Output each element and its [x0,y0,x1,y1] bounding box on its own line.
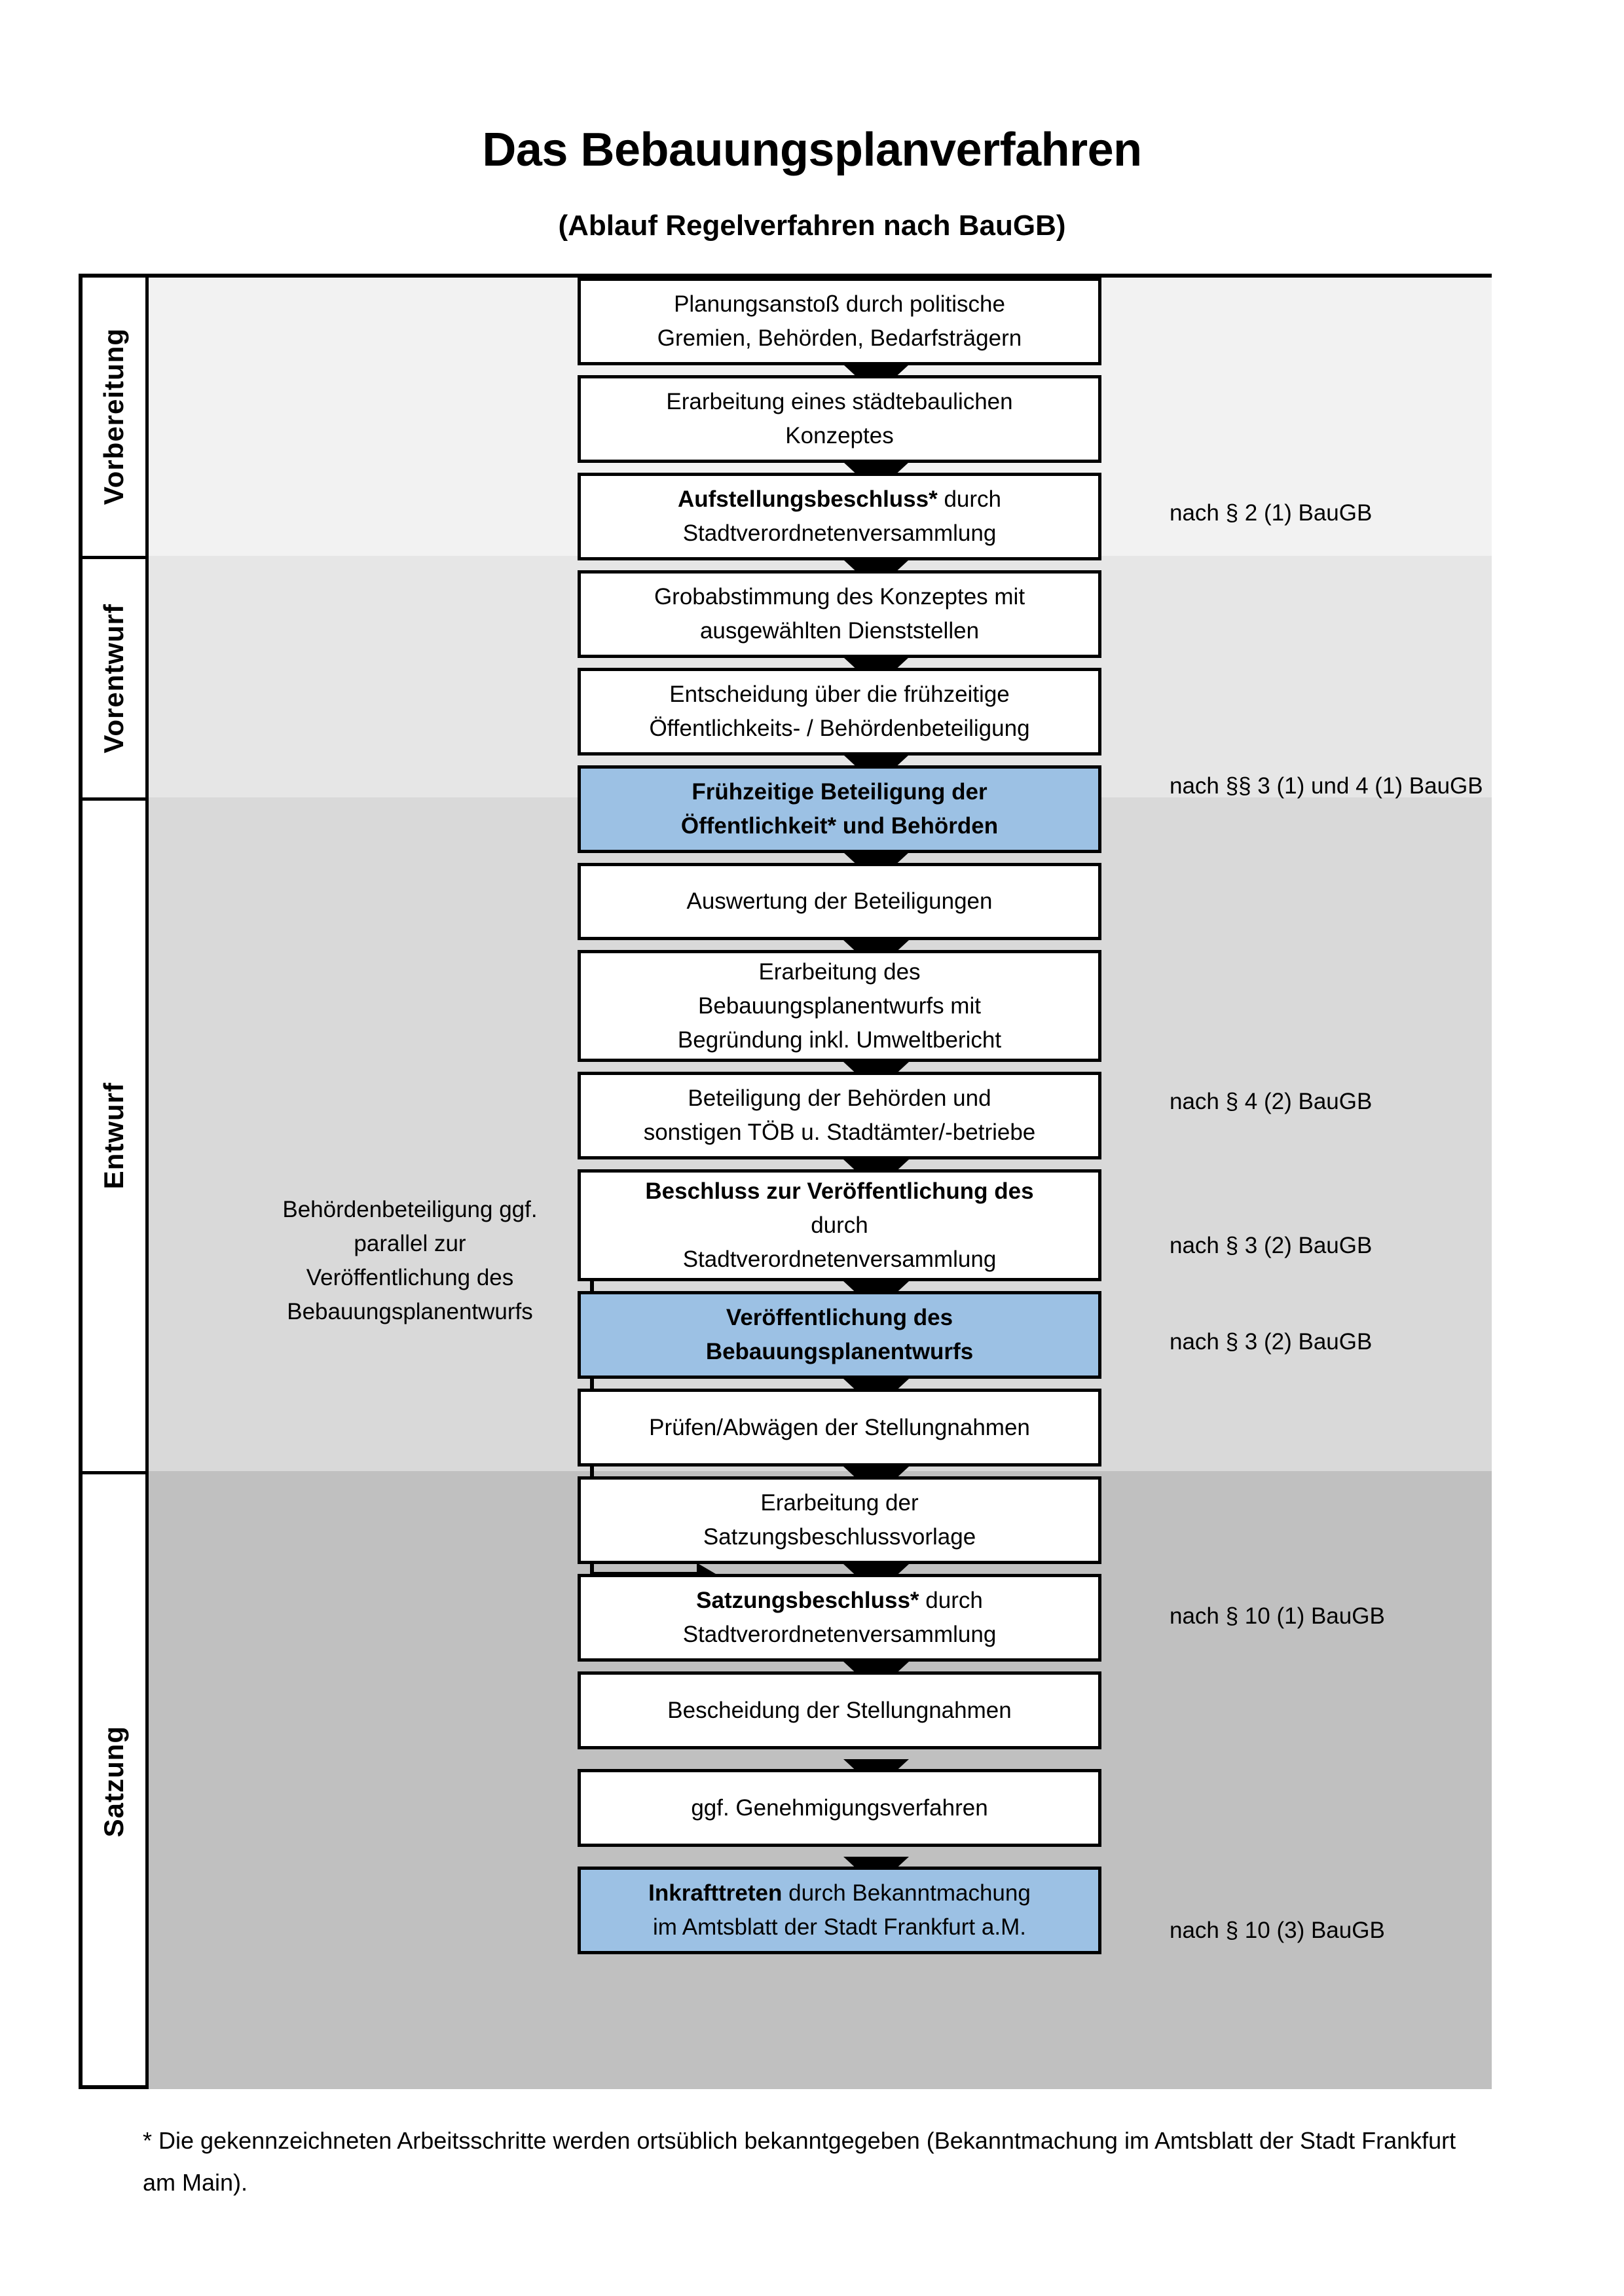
step-line: Erarbeitung des [758,958,921,985]
step-line: Öffentlichkeit* und Behörden [680,813,999,839]
step-box-pruefen-abwaegen[interactable]: Prüfen/Abwägen der Stellungnahmen [578,1389,1101,1467]
phase-label-vorbereitung: Vorbereitung [98,328,129,505]
step-line: Auswertung der Beteiligungen [686,888,993,914]
step-box-entscheidung-fruehzeitig[interactable]: Entscheidung über die frühzeitige Öffent… [578,668,1101,756]
step-line: Bescheidung der Stellungnahmen [667,1697,1012,1723]
step-line: Bebauungsplanentwurfs [705,1339,974,1364]
phase-rail: Vorbereitung Vorentwurf Entwurf Satzung [83,278,149,2085]
step-box-satzungsbeschlussvorlage[interactable]: Erarbeitung der Satzungsbeschlussvorlage [578,1476,1101,1564]
step-line: Stadtverordnetenversammlung [682,520,997,546]
step-line: durch [811,1212,868,1238]
phase-label-vorentwurf: Vorentwurf [98,603,129,754]
step-line: ggf. Genehmigungsverfahren [691,1795,988,1821]
parallel-branch-note: Behördenbeteiligung ggf. parallel zur Ve… [272,1193,547,1329]
legal-ref-10-1: nach § 10 (1) BauGB [1170,1603,1385,1629]
note-line: Behördenbeteiligung [282,1197,493,1222]
step-line-bold: Satzungsbeschluss* [696,1588,919,1613]
step-box-satzungsbeschluss[interactable]: Satzungsbeschluss* durch Stadtverordnete… [578,1574,1101,1662]
step-line: Beteiligung der Behörden und [688,1085,991,1111]
step-box-bescheidung-stellungnahmen[interactable]: Bescheidung der Stellungnahmen [578,1671,1101,1749]
legal-ref-3-2-a: nach § 3 (2) BauGB [1170,1233,1373,1258]
step-box-genehmigungsverfahren[interactable]: ggf. Genehmigungsverfahren [578,1769,1101,1847]
step-line: Veröffentlichung des [726,1305,953,1330]
legal-ref-3-2-b: nach § 3 (2) BauGB [1170,1329,1373,1355]
step-line: Stadtverordnetenversammlung [682,1246,997,1272]
step-line-bold: Inkrafttreten [648,1880,783,1906]
step-box-planungsanstoss[interactable]: Planungsanstoß durch politische Gremien,… [578,278,1101,365]
step-box-beschluss-veroeffentlichung[interactable]: Beschluss zur Veröffentlichung des durch… [578,1169,1101,1281]
phase-cell-vorentwurf: Vorentwurf [83,556,145,797]
step-line: Beschluss zur Veröffentlichung des [645,1175,1033,1209]
step-line: Frühzeitige Beteiligung der [692,779,987,805]
step-line: Entscheidung über die frühzeitige [669,682,1010,707]
step-line: Planungsanstoß durch politische [674,291,1005,317]
step-line-bold: Aufstellungsbeschluss* [677,486,938,512]
step-line: Stadtverordnetenversammlung [682,1622,997,1647]
legal-ref-4-2: nach § 4 (2) BauGB [1170,1089,1373,1114]
phase-cell-entwurf: Entwurf [83,797,145,1471]
step-line: ausgewählten Dienststellen [699,618,980,644]
phase-label-satzung: Satzung [98,1726,129,1838]
step-line: Erarbeitung der [760,1490,919,1516]
step-line: im Amtsblatt der Stadt Frankfurt a.M. [653,1914,1026,1940]
step-box-inkrafttreten[interactable]: Inkrafttreten durch Bekanntmachung im Am… [578,1867,1101,1954]
step-line: sonstigen TÖB u. Stadtämter/-betriebe [643,1120,1036,1145]
legal-ref-2-1: nach § 2 (1) BauGB [1170,500,1373,526]
step-box-erarbeitung-entwurf[interactable]: Erarbeitung des Bebauungsplanentwurfs mi… [578,950,1101,1062]
note-line: ggf. parallel zur [354,1197,538,1256]
page-title: Das Bebauungsplanverfahren [482,124,1142,176]
step-line: Konzeptes [785,423,894,448]
phase-cell-satzung: Satzung [83,1471,145,2089]
step-line: Öffentlichkeits- / Behördenbeteiligung [649,716,1030,741]
page-subtitle: (Ablauf Regelverfahren nach BauGB) [558,210,1066,242]
step-box-veroeffentlichung-entwurf[interactable]: Veröffentlichung des Bebauungsplanentwur… [578,1291,1101,1379]
step-line: Gremien, Behörden, Bedarfsträgern [657,325,1022,351]
flowchart-frame: Vorbereitung Vorentwurf Entwurf Satzung … [79,274,1492,2089]
note-line: Bebauungsplanentwurfs [287,1299,533,1324]
phase-label-entwurf: Entwurf [98,1082,129,1190]
step-line: Satzungsbeschluss* durch [696,1588,983,1613]
step-box-aufstellungsbeschluss[interactable]: Aufstellungsbeschluss* durch Stadtverord… [578,473,1101,560]
step-line: Inkrafttreten durch Bekanntmachung [648,1880,1031,1906]
step-line: Satzungsbeschlussvorlage [703,1524,976,1550]
step-box-fruehzeitige-beteiligung[interactable]: Frühzeitige Beteiligung der Öffentlichke… [578,765,1101,853]
step-box-beteiligung-behoerden[interactable]: Beteiligung der Behörden und sonstigen T… [578,1072,1101,1159]
step-line: Bebauungsplanentwurfs mit [698,993,981,1019]
step-line: Begründung inkl. Umweltbericht [677,1027,1002,1053]
step-line: Aufstellungsbeschluss* durch [677,486,1002,512]
step-line: Grobabstimmung des Konzeptes mit [654,584,1025,610]
footnote-text: * Die gekennzeichneten Arbeitsschritte w… [143,2127,1456,2196]
legal-ref-10-3: nach § 10 (3) BauGB [1170,1918,1385,1943]
legal-ref-3-1-4-1: nach §§ 3 (1) und 4 (1) BauGB [1170,773,1483,799]
note-line: Veröffentlichung des [306,1265,514,1290]
step-line-bold: Beschluss zur Veröffentlichung des [645,1178,1034,1204]
step-line: Erarbeitung eines städtebaulichen [666,389,1013,414]
step-box-auswertung-beteiligungen[interactable]: Auswertung der Beteiligungen [578,863,1101,940]
step-box-grobabstimmung[interactable]: Grobabstimmung des Konzeptes mit ausgewä… [578,570,1101,658]
step-line: Prüfen/Abwägen der Stellungnahmen [649,1414,1030,1440]
step-box-staedtebau-konzept[interactable]: Erarbeitung eines städtebaulichen Konzep… [578,375,1101,463]
phase-cell-vorbereitung: Vorbereitung [83,278,145,556]
